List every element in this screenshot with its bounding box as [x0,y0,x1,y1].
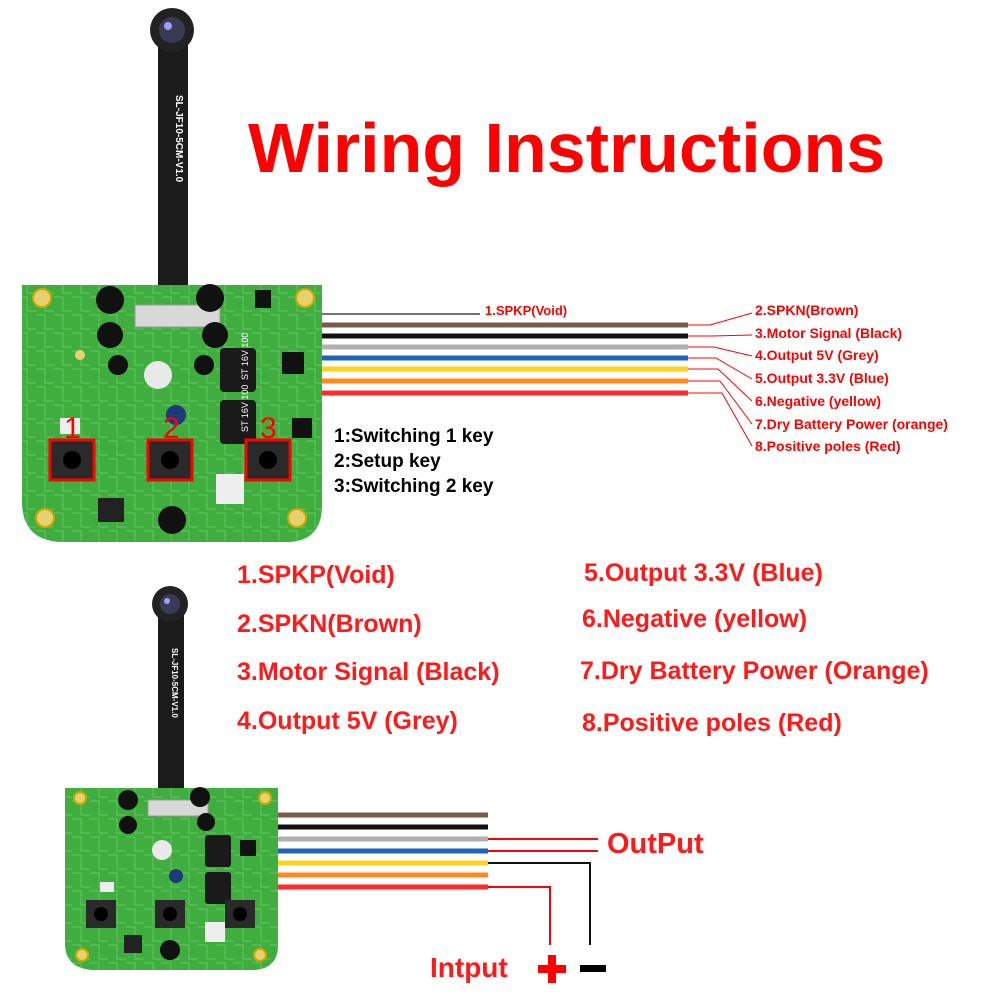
key-description-3: 3:Switching 2 key [334,476,494,497]
top-wires [322,313,688,396]
wire-label-4: 4.Output 5V (Grey) [755,347,879,363]
capacitor-2: ST 16V 100 [220,385,256,444]
legend-item-6: 6.Negative (yellow) [582,605,808,633]
silkscreen-text: SL-JF10-5CM-V1.0 [173,95,184,183]
key-number-3: 3 [260,412,277,445]
legend-item-8: 8.Positive poles (Red) [582,709,842,737]
negative-lead [488,862,591,945]
output-leads [488,838,598,852]
output-label: OutPut [607,828,704,860]
key-description-1: 1:Switching 1 key [334,426,494,447]
key-number-2: 2 [163,412,180,445]
page-title: Wiring Instructions [248,109,886,187]
silkscreen-text-bottom: SL-JF10-5CM-V1.0 [170,648,179,718]
leader-lines [688,312,753,447]
input-label: Intput [430,952,508,983]
legend-item-3: 3.Motor Signal (Black) [237,658,500,686]
key-3[interactable] [244,438,292,482]
plus-icon [538,955,566,983]
wire-label-3: 3.Motor Signal (Black) [755,325,903,341]
legend-item-7: 7.Dry Battery Power (Orange) [580,657,929,685]
key-number-1: 1 [64,412,81,445]
camera-ribbon-bottom [158,612,184,802]
wire-label-7: 7.Dry Battery Power (orange) [755,416,948,432]
legend-item-1: 1.SPKP(Void) [237,561,395,589]
wire-label-5: 5.Output 3.3V (Blue) [755,370,889,386]
legend-item-2: 2.SPKN(Brown) [237,610,422,638]
key-2[interactable] [146,438,194,482]
top-board: SL-JF10-5CM-V1.0 ST 16V 100 ST 16V 100 [22,8,322,542]
bottom-wires [278,812,488,890]
legend-item-5: 5.Output 3.3V (Blue) [584,559,823,587]
minus-icon [580,965,606,972]
wire-label-2: 2.SPKN(Brown) [755,302,859,318]
camera-ribbon [158,38,188,320]
bottom-board: SL-JF10-5CM-V1.0 [65,586,278,970]
capacitor-1: ST 16V 100 [220,333,256,392]
wire-label-6: 6.Negative (yellow) [755,393,882,409]
key-description-2: 2:Setup key [334,451,441,472]
positive-lead [488,886,551,945]
legend-item-4: 4.Output 5V (Grey) [237,707,458,735]
wire-label-1: 1.SPKP(Void) [485,303,568,318]
svg-text:ST 16V 100: ST 16V 100 [240,385,250,432]
wire-label-8: 8.Positive poles (Red) [755,438,901,454]
key-1[interactable] [48,438,96,482]
svg-text:ST 16V 100: ST 16V 100 [240,333,250,380]
